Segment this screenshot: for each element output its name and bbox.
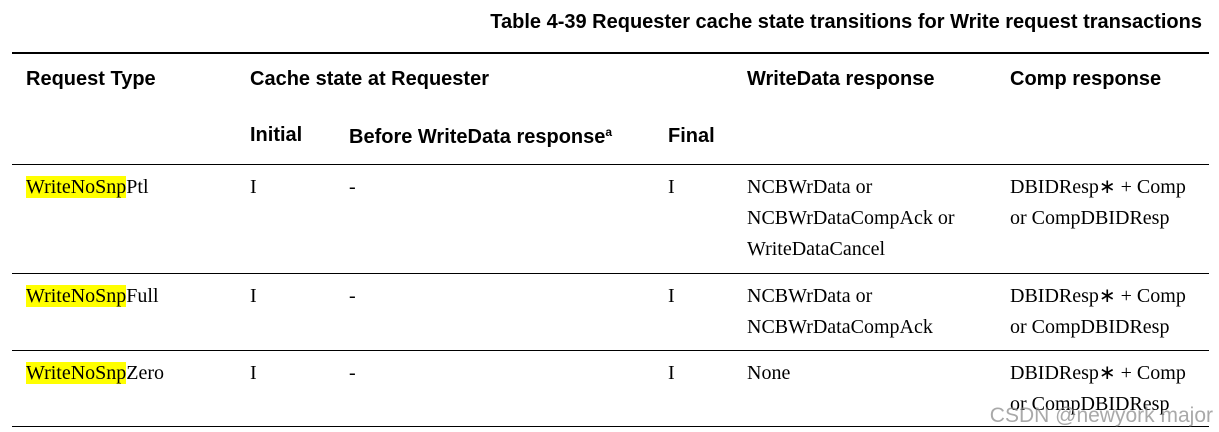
row-writenosnpptl-comp: DBIDResp∗ + Comp or CompDBIDResp <box>1010 172 1186 234</box>
row-writenosnpfull-comp: DBIDResp∗ + Comp or CompDBIDResp <box>1010 281 1186 343</box>
writedata-line: NCBWrDataCompAck <box>747 316 933 338</box>
header-before-writedata: Before WriteData responsea <box>349 125 612 149</box>
request-type-suffix: Zero <box>126 362 165 384</box>
comp-line: DBIDResp∗ + Comp <box>1010 362 1186 384</box>
row-separator <box>12 273 1209 274</box>
watermark: CSDN @newyork major <box>989 404 1213 427</box>
row-writenosnpfull-type: WriteNoSnpFull <box>26 281 159 312</box>
table-caption: Table 4-39 Requester cache state transit… <box>490 11 1202 33</box>
header-final: Final <box>668 125 715 147</box>
writedata-line: NCBWrData or <box>747 176 873 198</box>
row-writenosnpptl-initial: I <box>250 176 257 198</box>
row-writenosnpptl-type: WriteNoSnpPtl <box>26 172 149 203</box>
comp-line: or CompDBIDResp <box>1010 207 1170 229</box>
row-writenosnpfull-initial: I <box>250 285 257 307</box>
highlighted-term: WriteNoSnp <box>26 285 127 307</box>
row-writenosnpzero-final: I <box>668 362 675 384</box>
comp-line: or CompDBIDResp <box>1010 393 1170 415</box>
row-writenosnpptl-writedata: NCBWrData or NCBWrDataCompAck or WriteDa… <box>747 172 955 265</box>
header-comp-response: Comp response <box>1010 68 1162 90</box>
header-writedata-response: WriteData response <box>747 68 935 90</box>
writedata-line: None <box>747 362 791 384</box>
row-writenosnpzero-writedata: None <box>747 358 790 389</box>
table-top-rule <box>12 52 1209 54</box>
highlighted-term: WriteNoSnp <box>26 362 127 384</box>
comp-line: DBIDResp∗ + Comp <box>1010 285 1186 307</box>
row-writenosnpfull-final: I <box>668 285 675 307</box>
table-bottom-rule <box>12 426 1209 427</box>
writedata-line: NCBWrData or <box>747 285 873 307</box>
row-writenosnpzero-initial: I <box>250 362 257 384</box>
header-bottom-rule <box>12 164 1209 165</box>
row-writenosnpfull-before: - <box>349 285 356 307</box>
header-cache-state: Cache state at Requester <box>250 68 489 90</box>
row-writenosnpzero-comp: DBIDResp∗ + Comp or CompDBIDResp <box>1010 358 1186 420</box>
request-type-suffix: Full <box>126 285 159 307</box>
header-request-type: Request Type <box>26 68 156 90</box>
header-initial: Initial <box>250 124 303 146</box>
comp-line: or CompDBIDResp <box>1010 316 1170 338</box>
row-writenosnpfull-writedata: NCBWrData or NCBWrDataCompAck <box>747 281 933 343</box>
row-separator <box>12 350 1209 351</box>
row-writenosnpzero-before: - <box>349 362 356 384</box>
row-writenosnpptl-final: I <box>668 176 675 198</box>
row-writenosnpptl-before: - <box>349 176 356 198</box>
writedata-line: WriteDataCancel <box>747 238 886 260</box>
highlighted-term: WriteNoSnp <box>26 176 127 198</box>
footnote-marker: a <box>605 125 613 139</box>
header-before-writedata-label: Before WriteData response <box>349 126 606 148</box>
comp-line: DBIDResp∗ + Comp <box>1010 176 1186 198</box>
row-writenosnpzero-type: WriteNoSnpZero <box>26 358 164 389</box>
request-type-suffix: Ptl <box>126 176 149 198</box>
writedata-line: NCBWrDataCompAck or <box>747 207 955 229</box>
